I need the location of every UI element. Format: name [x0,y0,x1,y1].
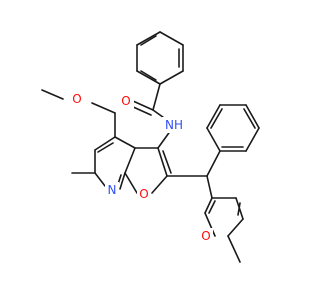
methylfuran-ring [204,197,244,237]
furan-oxygen-label: O [201,229,210,243]
furopyridine-core [94,136,172,194]
furo-oxygen-label: O [139,187,148,201]
amide-nh-label: NH [165,118,183,132]
furan-methyl-bond [227,235,241,263]
methoxy-oxygen-label: O [72,92,81,106]
carbonyl-group [130,83,168,121]
molecule-diagram: O O NH N O O [41,31,260,263]
benzylic-ch-linker [166,150,221,199]
molecule-structure: O O NH N O O [41,31,260,263]
pendant-phenyl-ring [206,104,260,152]
methoxymethyl-group [41,89,116,138]
carbonyl-oxygen-label: O [121,94,130,108]
benzoyl-phenyl-ring [136,31,184,85]
atom-labels: O O NH N O O [70,92,213,244]
pyridine-nitrogen-label: N [108,183,117,197]
